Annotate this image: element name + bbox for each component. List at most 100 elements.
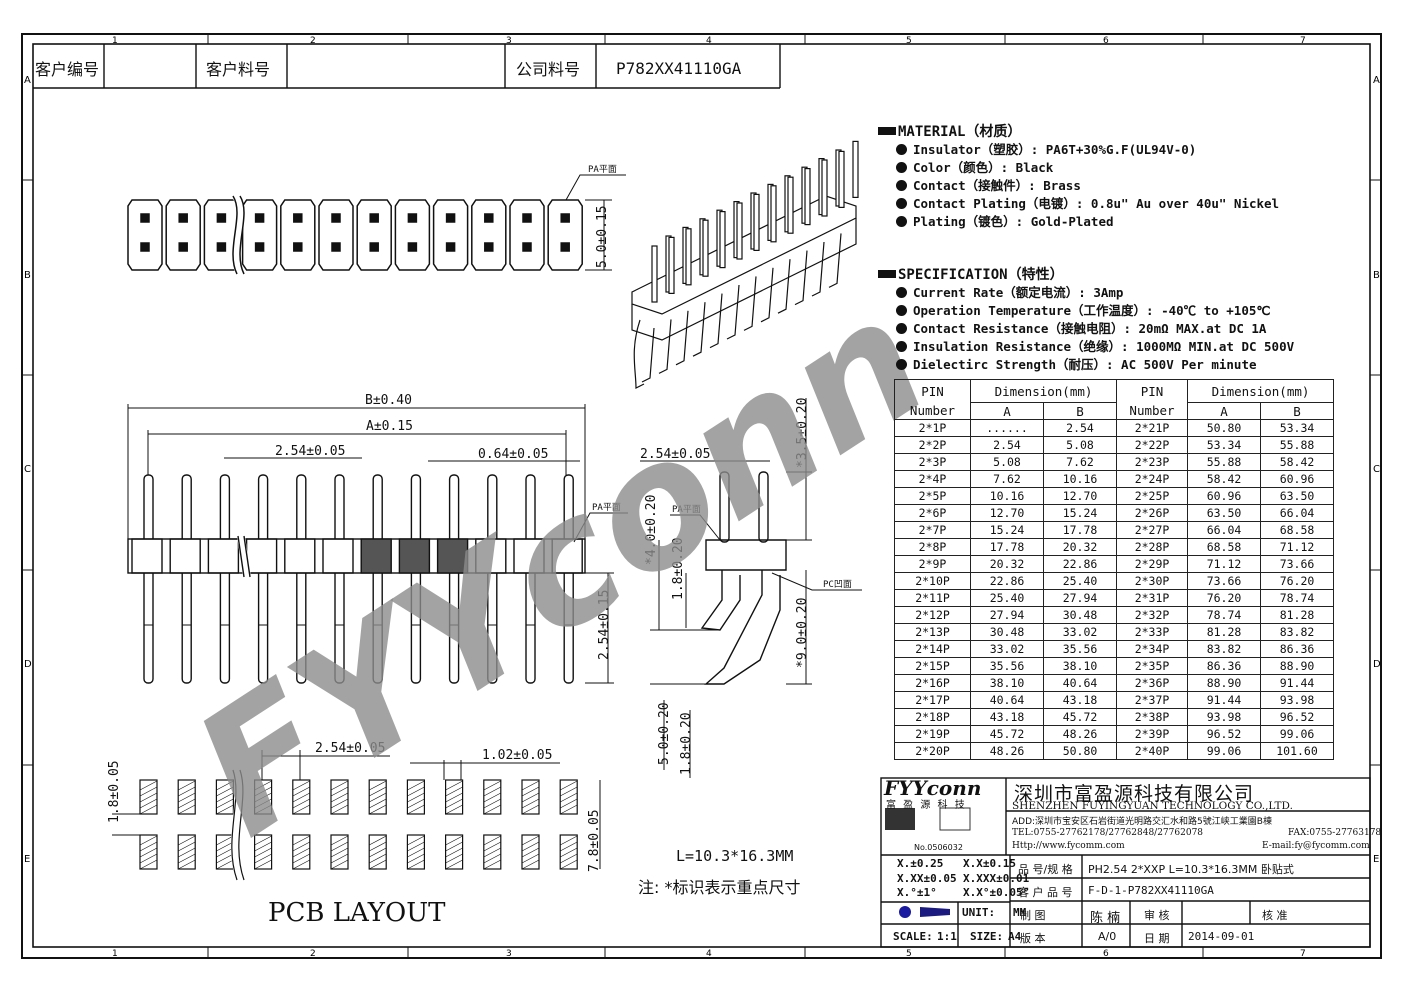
company-logo-sub: 富 盈 源 科 技 — [886, 800, 967, 811]
pin-count-cell: 2*25P — [1116, 487, 1188, 505]
name-value: PH2.54 2*XXP L=10.3*16.3MM 卧贴式 — [1088, 863, 1294, 876]
dim-a-cell: 17.78 — [970, 538, 1044, 556]
iso-lead — [641, 327, 655, 383]
pad-hatch — [139, 804, 158, 815]
dim-b-cell: 2.54 — [1043, 419, 1117, 437]
dim-a-cell: 27.94 — [970, 606, 1044, 624]
dim-b-cell: 30.48 — [1043, 606, 1117, 624]
company-name-cn: 深圳市富盈源科技有限公司 — [1014, 783, 1255, 805]
pad-hatch — [483, 859, 501, 870]
specification-section: SPECIFICATION（特性） Current Rate（额定电流）: 3A… — [878, 266, 1378, 374]
dim-a-cell: 2.54 — [970, 436, 1044, 454]
dim-b-cell: 66.04 — [1260, 504, 1334, 522]
tolerance-1a: X.±0.25 — [897, 857, 944, 870]
dim-a-cell: 20.32 — [970, 555, 1044, 573]
b-tolerance: B±0.40 — [365, 393, 412, 408]
iso-lead — [658, 319, 672, 374]
drawn-by-value: 陈 楠 — [1090, 911, 1121, 926]
pad-hatch — [369, 853, 387, 864]
pad-hatch — [483, 780, 501, 791]
housing-segment — [131, 538, 163, 574]
pin-square — [140, 213, 150, 223]
pa-plane-label-front: PA平面 — [592, 502, 621, 513]
pin-count-cell: 2*30P — [1116, 572, 1188, 590]
tolerance-2a: X.XX±0.05 — [897, 872, 957, 885]
dim-b-cell: 22.86 — [1043, 555, 1117, 573]
side-view — [640, 398, 862, 778]
grid-col-label: 1 — [112, 36, 118, 46]
pin-square — [140, 242, 150, 252]
date-label: 日 期 — [1144, 932, 1170, 945]
pad-hatch — [369, 859, 387, 870]
pad-hatch — [445, 835, 463, 846]
dim-a-cell: 48.26 — [970, 742, 1044, 760]
tolerance-3a: X.°±1° — [897, 886, 937, 899]
pad-hatch — [178, 792, 196, 803]
dim-b-cell: 10.16 — [1043, 470, 1117, 488]
side-35-label: *3.5±0.20 — [795, 398, 810, 468]
pad-hatch — [445, 804, 463, 815]
side-housing — [705, 539, 787, 571]
pad-hatch — [139, 780, 158, 791]
pad-hatch — [178, 859, 196, 870]
pin — [448, 474, 460, 684]
scale-value: 1:1 — [937, 930, 957, 943]
pad-hatch — [254, 798, 272, 809]
company-email: E-mail:fy@fycomm.com — [1262, 841, 1370, 851]
dim-b-cell: 93.98 — [1260, 691, 1334, 709]
pin-count-cell: 2*38P — [1116, 708, 1188, 726]
pin-count-cell: 2*20P — [894, 742, 971, 760]
pcb-pad — [406, 779, 425, 815]
pin-square — [560, 213, 570, 223]
pad-hatch — [254, 841, 272, 852]
dim-b-cell: 71.12 — [1260, 538, 1334, 556]
dimension-header: Dimension(mm) — [970, 379, 1117, 403]
checked-by-label: 审 核 — [1144, 909, 1170, 922]
pin-square — [216, 213, 227, 223]
side-18-label: 1.8±0.20 — [671, 537, 686, 600]
housing-body — [127, 538, 586, 574]
specification-title: SPECIFICATION（特性） — [898, 267, 1064, 283]
pad-hatch — [445, 792, 463, 803]
pin-count-cell: 2*1P — [894, 419, 971, 437]
col-b-header: B — [1043, 402, 1117, 420]
dim-a-cell: 66.04 — [1187, 521, 1261, 539]
grid-row-label: A — [24, 75, 31, 86]
pcb-pad — [559, 834, 578, 870]
dim-a-cell: 86.36 — [1187, 657, 1261, 675]
housing-segment — [436, 538, 469, 574]
pin — [219, 474, 231, 684]
housing-cell — [394, 199, 431, 271]
bullet-icon — [896, 144, 907, 155]
pin — [525, 474, 536, 684]
pad-hatch — [521, 847, 540, 858]
pin-count-cell: 2*23P — [1116, 453, 1188, 471]
pad-hatch — [216, 847, 234, 858]
pin-count-cell: 2*7P — [894, 521, 971, 539]
pad-hatch — [178, 841, 196, 852]
iso-pin — [702, 219, 709, 277]
pin-count-cell: 2*33P — [1116, 623, 1188, 641]
company-part-label: 公司料号 — [516, 60, 581, 79]
spec-item: Current Rate（额定电流）: 3Amp — [913, 285, 1124, 300]
pad-hatch — [178, 780, 196, 791]
pad-hatch — [521, 841, 540, 852]
pcb-18-label: 1.8±0.05 — [107, 760, 122, 823]
leader — [565, 174, 626, 201]
housing-cell — [356, 199, 392, 271]
pin-count-cell: 2*6P — [894, 504, 971, 522]
dim-a-cell: 7.62 — [970, 470, 1044, 488]
grid-col-label: 2 — [310, 949, 316, 959]
pa-plane-label-top: PA平面 — [588, 164, 617, 175]
grid-col-label: 5 — [906, 949, 912, 959]
dim-b-cell: 91.44 — [1260, 674, 1334, 692]
dim-a-cell: 35.56 — [970, 657, 1044, 675]
customer-part-value-tb: F-D-1-P782XX41110GA — [1088, 884, 1214, 897]
